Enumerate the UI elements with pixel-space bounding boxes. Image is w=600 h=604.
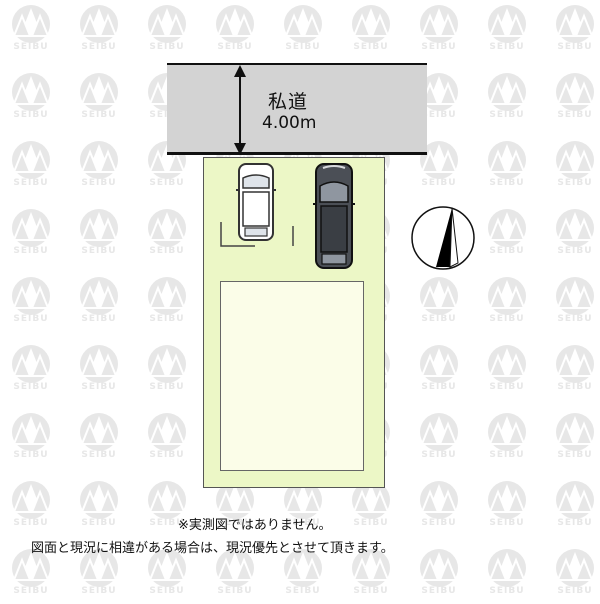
watermark-logo-icon: SEIBU <box>546 410 600 468</box>
watermark-logo-icon: SEIBU <box>138 2 196 60</box>
parking-lines <box>220 222 294 247</box>
watermark-logo-icon: SEIBU <box>206 2 264 60</box>
watermark-logo-icon: SEIBU <box>478 410 536 468</box>
watermark-logo-icon: SEIBU <box>2 2 60 60</box>
watermark-logo-icon: SEIBU <box>546 2 600 60</box>
watermark-logo-icon: SEIBU <box>138 478 196 536</box>
watermark-logo-icon: SEIBU <box>70 478 128 536</box>
car-white-icon <box>236 163 276 241</box>
watermark-logo-icon: SEIBU <box>70 410 128 468</box>
watermark-logo-icon: SEIBU <box>478 206 536 264</box>
watermark-logo-icon: SEIBU <box>410 410 468 468</box>
watermark-logo-icon: SEIBU <box>206 478 264 536</box>
watermark-logo-icon: SEIBU <box>70 70 128 128</box>
watermark-logo-icon: SEIBU <box>342 478 400 536</box>
car-dark-icon <box>313 163 355 269</box>
private-road <box>167 63 427 155</box>
watermark-logo-icon: SEIBU <box>274 2 332 60</box>
watermark-logo-icon: SEIBU <box>410 138 468 196</box>
watermark-logo-icon: SEIBU <box>206 546 264 604</box>
watermark-logo-icon: SEIBU <box>2 342 60 400</box>
watermark-logo-icon: SEIBU <box>138 342 196 400</box>
watermark-logo-icon: SEIBU <box>478 342 536 400</box>
watermark-logo-icon: SEIBU <box>546 546 600 604</box>
watermark-logo-icon: SEIBU <box>2 546 60 604</box>
road-width-arrow <box>234 65 246 155</box>
watermark-logo-icon: SEIBU <box>342 546 400 604</box>
watermark-logo-icon: SEIBU <box>2 70 60 128</box>
watermark-logo-icon: SEIBU <box>478 274 536 332</box>
watermark-logo-icon: SEIBU <box>478 138 536 196</box>
road-width-label: 4.00m <box>262 113 317 133</box>
watermark-logo-icon: SEIBU <box>478 2 536 60</box>
watermark-logo-icon: SEIBU <box>70 138 128 196</box>
north-arrow-icon <box>411 206 475 270</box>
watermark-logo-icon: SEIBU <box>478 546 536 604</box>
watermark-logo-icon: SEIBU <box>70 206 128 264</box>
watermark-logo-icon: SEIBU <box>546 138 600 196</box>
watermark-logo-icon: SEIBU <box>138 546 196 604</box>
watermark-logo-icon: SEIBU <box>2 206 60 264</box>
watermark-logo-icon: SEIBU <box>2 138 60 196</box>
disclaimer-line-1: ※実測図ではありません。 <box>178 518 332 533</box>
watermark-logo-icon: SEIBU <box>138 410 196 468</box>
watermark-logo-icon: SEIBU <box>410 274 468 332</box>
watermark-logo-icon: SEIBU <box>70 546 128 604</box>
watermark-logo-icon: SEIBU <box>70 2 128 60</box>
watermark-logo-icon: SEIBU <box>546 206 600 264</box>
disclaimer-line-2: 図面と現況に相違がある場合は、現況優先とさせて頂きます。 <box>31 541 394 556</box>
watermark-logo-icon: SEIBU <box>274 478 332 536</box>
watermark-logo-icon: SEIBU <box>546 70 600 128</box>
watermark-logo-icon: SEIBU <box>478 70 536 128</box>
watermark-logo-icon: SEIBU <box>546 478 600 536</box>
watermark-logo-icon: SEIBU <box>138 206 196 264</box>
watermark-logo-icon: SEIBU <box>546 274 600 332</box>
watermark-logo-icon: SEIBU <box>2 410 60 468</box>
watermark-logo-icon: SEIBU <box>274 546 332 604</box>
watermark-logo-icon: SEIBU <box>342 2 400 60</box>
watermark-logo-icon: SEIBU <box>70 342 128 400</box>
watermark-logo-icon: SEIBU <box>410 478 468 536</box>
watermark-logo-icon: SEIBU <box>2 478 60 536</box>
building-footprint <box>220 281 364 471</box>
road-name-label: 私道 <box>268 91 309 113</box>
watermark-logo-icon: SEIBU <box>478 478 536 536</box>
watermark-logo-icon: SEIBU <box>70 274 128 332</box>
watermark-logo-icon: SEIBU <box>410 342 468 400</box>
watermark-logo-icon: SEIBU <box>410 546 468 604</box>
watermark-logo-icon: SEIBU <box>138 274 196 332</box>
watermark-logo-icon: SEIBU <box>2 274 60 332</box>
watermark-logo-icon: SEIBU <box>410 2 468 60</box>
watermark-logo-icon: SEIBU <box>546 342 600 400</box>
